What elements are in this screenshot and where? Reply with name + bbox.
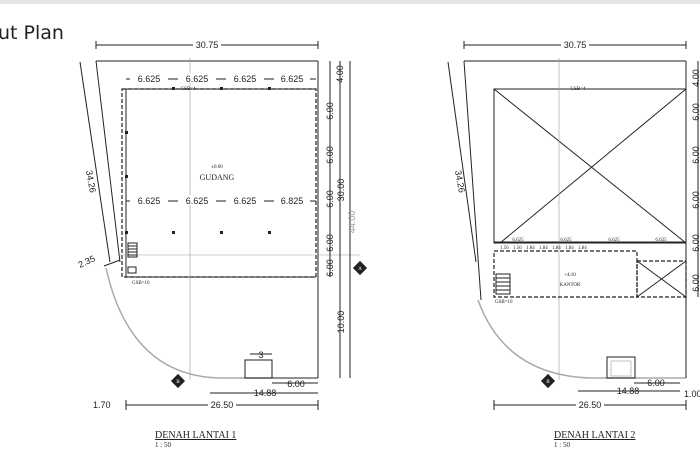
building-outline bbox=[121, 88, 317, 278]
dim-10: 10.00 bbox=[336, 311, 346, 334]
svg-text:1.84: 1.84 bbox=[539, 246, 548, 251]
svg-text:6.00: 6.00 bbox=[325, 102, 335, 120]
svg-text:6.00: 6.00 bbox=[325, 234, 335, 252]
svg-text:1.84: 1.84 bbox=[526, 246, 535, 251]
svg-text:6.625: 6.625 bbox=[186, 74, 209, 84]
svg-text:1.84: 1.84 bbox=[578, 246, 587, 251]
dim-6: 6.00 bbox=[287, 379, 305, 389]
columns bbox=[125, 87, 271, 234]
dim-side: 34.26 bbox=[84, 170, 98, 194]
svg-text:6.00: 6.00 bbox=[691, 191, 700, 209]
gsb-bottom: GSB=10 bbox=[132, 281, 150, 286]
gsb-top: GSB=4 bbox=[180, 87, 196, 92]
dim-side: 34.26 bbox=[453, 170, 467, 194]
svg-text:6.625: 6.625 bbox=[608, 238, 620, 243]
svg-text:6.00: 6.00 bbox=[691, 103, 700, 121]
svg-text:6.625: 6.625 bbox=[281, 74, 304, 84]
svg-text:B: B bbox=[546, 380, 550, 385]
svg-text:6.625: 6.625 bbox=[138, 74, 161, 84]
svg-text:6.00: 6.00 bbox=[325, 190, 335, 208]
room-level: ±0.00 bbox=[211, 165, 223, 170]
roof-diagonal bbox=[493, 88, 687, 244]
site-curve bbox=[477, 299, 686, 379]
dim-14-88: 14.88 bbox=[254, 388, 277, 398]
svg-text:6.625: 6.625 bbox=[186, 196, 209, 206]
stair bbox=[495, 273, 511, 295]
svg-text:4.00: 4.00 bbox=[691, 69, 700, 87]
svg-text:1.84: 1.84 bbox=[552, 246, 561, 251]
plan-scale: 1 : 50 bbox=[155, 441, 171, 449]
gsb-bottom: GSB=10 bbox=[495, 300, 513, 305]
guard-post bbox=[244, 359, 273, 379]
dim-top: 30.75 bbox=[564, 40, 587, 50]
svg-text:6.625: 6.625 bbox=[655, 238, 667, 243]
dim-26-50: 26.50 bbox=[579, 400, 602, 410]
svg-text:1.56: 1.56 bbox=[513, 246, 522, 251]
room-label: KANTOR bbox=[560, 283, 581, 288]
right-dims: 4.00 6.00 6.00 6.00 6.00 6.00 bbox=[325, 65, 345, 277]
room-level: +4.10 bbox=[564, 273, 576, 278]
dim-1-70: 1.70 bbox=[93, 400, 111, 410]
dim-1-00: 1.00 bbox=[684, 389, 700, 399]
plan-lantai-2: 30.75 34.26 GSB=4 6.625 6.625 6.625 6.62… bbox=[447, 39, 700, 449]
svg-text:6.00: 6.00 bbox=[691, 274, 700, 292]
svg-text:6.825: 6.825 bbox=[281, 196, 304, 206]
svg-text:6.625: 6.625 bbox=[512, 238, 524, 243]
plan-lantai-1: 30.75 34.26 6.625 6.625 6.625 6.625 6.62… bbox=[77, 39, 368, 449]
dim-top: 30.75 bbox=[196, 40, 219, 50]
dim-14-88: 14.88 bbox=[617, 386, 640, 396]
top-bar bbox=[0, 0, 700, 4]
balcony bbox=[636, 260, 687, 298]
dim-6: 6.00 bbox=[647, 378, 665, 388]
dim-30: 30.00 bbox=[336, 179, 346, 202]
svg-text:B: B bbox=[176, 380, 180, 385]
svg-text:6.625: 6.625 bbox=[234, 196, 257, 206]
svg-text:6.00: 6.00 bbox=[691, 234, 700, 252]
right-dims: 4.00 6.00 6.00 6.00 6.00 6.00 bbox=[691, 69, 700, 292]
svg-text:6.00: 6.00 bbox=[325, 146, 335, 164]
bays-mid: 6.625 6.625 6.625 6.625 bbox=[512, 238, 667, 243]
svg-text:6.625: 6.625 bbox=[234, 74, 257, 84]
plan-scale: 1 : 50 bbox=[554, 441, 570, 449]
plan-title: DENAH LANTAI 2 bbox=[554, 430, 635, 441]
svg-text:6.625: 6.625 bbox=[560, 238, 572, 243]
svg-text:6.625: 6.625 bbox=[138, 196, 161, 206]
svg-text:A: A bbox=[358, 267, 362, 272]
page-heading: ut Plan bbox=[0, 22, 64, 44]
bays-top: 6.625 6.625 6.625 6.625 bbox=[130, 73, 310, 84]
sub-dims: 1.56 1.56 1.84 1.84 1.84 1.84 1.84 bbox=[500, 246, 587, 251]
dim-44: 44.00 bbox=[347, 211, 357, 234]
dim-2-35: 2.35 bbox=[77, 253, 97, 269]
bays-mid: 6.625 6.625 6.625 6.825 bbox=[130, 195, 310, 206]
svg-text:1.84: 1.84 bbox=[565, 246, 574, 251]
room-label: GUDANG bbox=[200, 173, 235, 182]
section-marker-a: A bbox=[352, 260, 368, 276]
dim-side-line bbox=[79, 61, 111, 263]
dim-26-50: 26.50 bbox=[211, 400, 234, 410]
svg-text:1.56: 1.56 bbox=[500, 246, 509, 251]
plan-title: DENAH LANTAI 1 bbox=[155, 430, 236, 441]
guard-post bbox=[606, 356, 636, 379]
section-marker-b: B bbox=[540, 373, 556, 389]
gsb-top: GSB=4 bbox=[570, 87, 586, 92]
stair bbox=[127, 242, 138, 274]
site-curve bbox=[105, 267, 272, 379]
svg-text:6.00: 6.00 bbox=[691, 146, 700, 164]
svg-text:6.00: 6.00 bbox=[325, 259, 335, 277]
roof-outline bbox=[493, 88, 687, 244]
section-marker-b: B bbox=[170, 373, 186, 389]
dim-3: 3 bbox=[258, 350, 263, 360]
